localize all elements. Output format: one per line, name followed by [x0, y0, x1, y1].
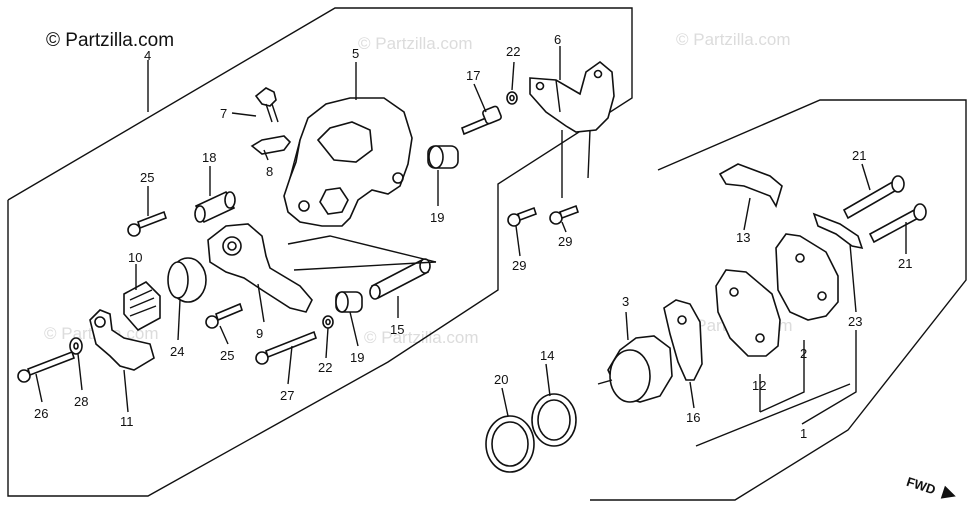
- label-3: 3: [622, 294, 629, 309]
- label-13: 13: [736, 230, 750, 245]
- label-5: 5: [352, 46, 359, 61]
- plate-16: [663, 299, 703, 381]
- plate-11: [89, 309, 155, 371]
- fwd-indicator: FWD: [905, 474, 956, 499]
- faint-watermark: © Partzilla.com: [364, 328, 479, 347]
- washer-22-top: [506, 91, 518, 105]
- label-25-top: 25: [140, 170, 154, 185]
- bolt-29-left: [507, 206, 538, 227]
- label-8: 8: [266, 164, 273, 179]
- label-28: 28: [74, 394, 88, 409]
- bolt-27: [255, 330, 317, 365]
- label-14: 14: [540, 348, 554, 363]
- bolt-26: [17, 350, 76, 383]
- pad-12: [715, 269, 781, 357]
- pin-21-top: [842, 175, 905, 220]
- bolt-25-mid: [205, 302, 243, 329]
- label-15: 15: [390, 322, 404, 337]
- seal-14: [531, 393, 577, 447]
- label-2: 2: [800, 346, 807, 361]
- label-19-top: 19: [430, 210, 444, 225]
- caliper-body: [283, 97, 413, 227]
- label-22-low: 22: [318, 360, 332, 375]
- label-17: 17: [466, 68, 480, 83]
- washer-28: [69, 337, 83, 355]
- label-22-top: 22: [506, 44, 520, 59]
- adjuster-10: [123, 281, 161, 332]
- lever-arm: [207, 223, 313, 313]
- label-10: 10: [128, 250, 142, 265]
- label-12: 12: [752, 378, 766, 393]
- piston-3: [597, 335, 673, 403]
- label-29-left: 29: [512, 258, 526, 273]
- label-27: 27: [280, 388, 294, 403]
- label-18: 18: [202, 150, 216, 165]
- bolt-17: [461, 105, 502, 136]
- label-21-top: 21: [852, 148, 866, 163]
- label-9: 9: [256, 326, 263, 341]
- washer-22-low: [322, 315, 334, 329]
- label-11: 11: [120, 414, 134, 429]
- label-26: 26: [34, 406, 48, 421]
- pad-assembly-frame: [590, 99, 967, 501]
- pin-21-low: [868, 203, 927, 244]
- caliper-assembly-frame: [7, 7, 633, 497]
- partzilla-watermark: © Partzilla.com: [46, 30, 175, 51]
- pin-15: [369, 258, 431, 300]
- label-25-mid: 25: [220, 348, 234, 363]
- label-6: 6: [554, 32, 561, 47]
- sleeve-18: [194, 190, 236, 224]
- label-23: 23: [848, 314, 862, 329]
- faint-watermark: © Partzilla.com: [676, 30, 791, 49]
- nut-24: [167, 257, 207, 303]
- label-29-right: 29: [558, 234, 572, 249]
- label-19-low: 19: [350, 350, 364, 365]
- part-labels: 4 5 6 7 8 17 22 18 25 19 10 24 9 25 11 2…: [34, 32, 912, 441]
- label-24: 24: [170, 344, 184, 359]
- bolt-29-right: [549, 204, 580, 225]
- label-16: 16: [686, 410, 700, 425]
- boot-lower: [335, 291, 363, 313]
- bleeder-screw: [254, 87, 279, 123]
- bleeder-cap: [250, 135, 292, 155]
- seal-20: [485, 415, 535, 473]
- pad-2: [775, 233, 839, 321]
- shim-23: [812, 212, 864, 250]
- faint-watermark: © Partzilla.com: [358, 34, 473, 53]
- label-1: 1: [800, 426, 807, 441]
- leader-lines: [35, 46, 907, 447]
- fwd-arrow-icon: [940, 485, 956, 499]
- spring-13: [718, 163, 783, 208]
- label-4: 4: [144, 48, 151, 63]
- label-7: 7: [220, 106, 227, 121]
- bolt-25-top: [127, 210, 168, 237]
- boot-upper: [427, 145, 459, 169]
- label-21-low: 21: [898, 256, 912, 271]
- fwd-label: FWD: [905, 474, 938, 497]
- label-20: 20: [494, 372, 508, 387]
- caliper-bracket: [529, 60, 615, 133]
